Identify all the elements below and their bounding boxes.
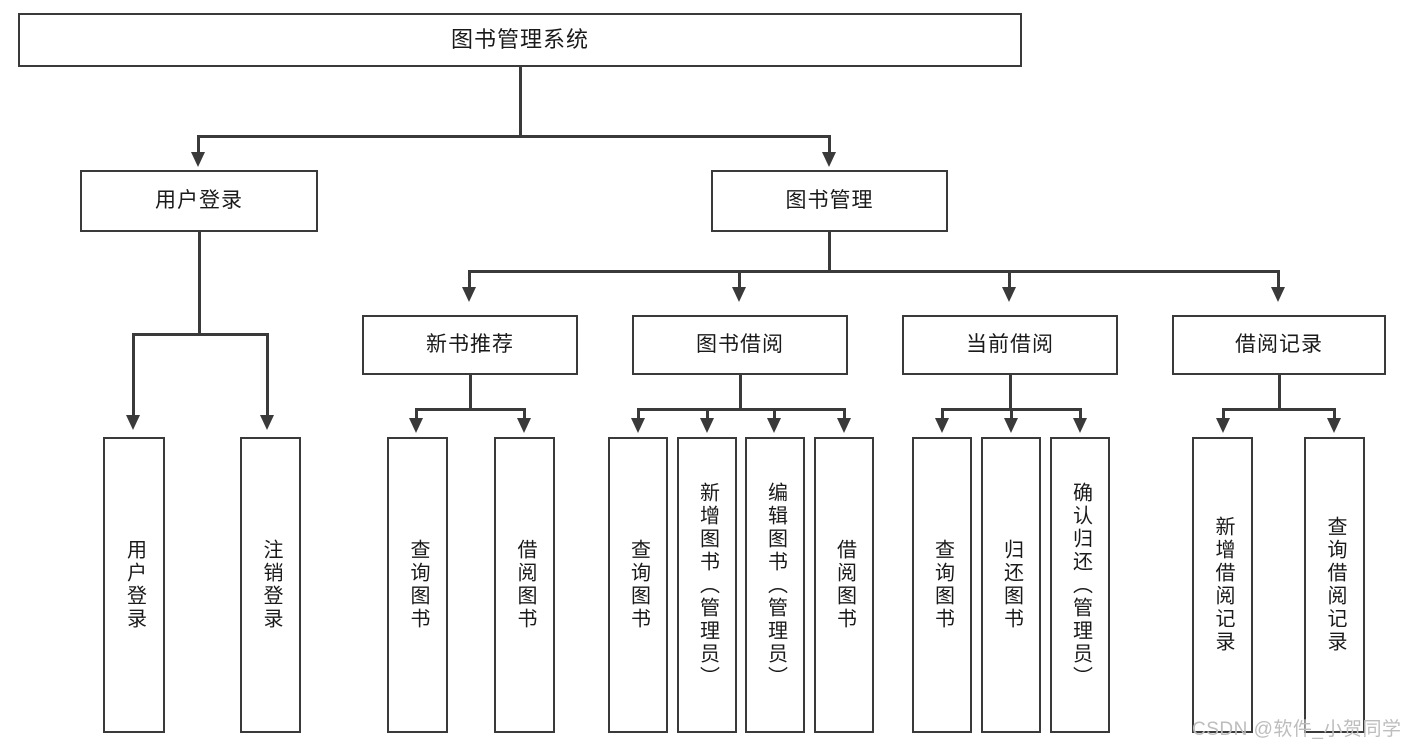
connector-book-borrow-stem: [739, 375, 742, 410]
connector-to-leaf-edit-book: [773, 408, 776, 420]
leaf-logout[interactable]: 注销登录: [240, 437, 301, 733]
connector-to-leaf-query-record: [1333, 408, 1336, 420]
connector-to-leaf-borrow-book-2: [843, 408, 846, 420]
connector-to-borrow-record: [1277, 270, 1280, 290]
leaf-label: 归还图书: [1000, 539, 1023, 631]
node-book-borrow[interactable]: 图书借阅: [632, 315, 848, 375]
arrowhead-user-login: [191, 152, 205, 167]
connector-to-leaf-confirm-return: [1079, 408, 1082, 420]
arrowhead-leaf-add-book: [700, 418, 714, 433]
connector-to-current-borrow: [1008, 270, 1011, 290]
arrowhead-book-borrow: [732, 287, 746, 302]
leaf-label: 新增图书（管理员）: [696, 481, 719, 689]
connector-user-login-bus: [132, 333, 269, 336]
connector-to-book-borrow: [738, 270, 741, 290]
leaf-label: 查询图书: [627, 539, 650, 631]
connector-to-leaf-logout: [266, 333, 269, 417]
connector-user-login-stem: [198, 232, 201, 335]
leaf-label: 新增借阅记录: [1212, 516, 1234, 654]
leaf-user-login[interactable]: 用户登录: [103, 437, 165, 733]
leaf-edit-book-admin[interactable]: 编辑图书（管理员）: [745, 437, 805, 733]
leaf-label: 查询图书: [931, 539, 954, 631]
arrowhead-leaf-query-record: [1327, 418, 1341, 433]
node-root-system[interactable]: 图书管理系统: [18, 13, 1022, 67]
leaf-label: 确认归还（管理员）: [1069, 481, 1092, 689]
arrowhead-book-manage: [822, 152, 836, 167]
connector-to-leaf-add-book: [706, 408, 709, 420]
connector-to-leaf-query-book-3: [941, 408, 944, 420]
leaf-label: 查询借阅记录: [1324, 516, 1346, 654]
arrowhead-leaf-borrow-book-1: [517, 418, 531, 433]
connector-root-bus: [197, 135, 831, 138]
connector-borrow-record-stem: [1278, 375, 1281, 410]
connector-new-book-stem: [469, 375, 472, 410]
connector-book-manage-bus: [468, 270, 1280, 273]
connector-to-leaf-query-book-2: [637, 408, 640, 420]
arrowhead-leaf-return-book: [1004, 418, 1018, 433]
connector-book-manage-stem: [828, 232, 831, 272]
arrowhead-leaf-user-login: [126, 415, 140, 430]
leaf-query-borrow-record[interactable]: 查询借阅记录: [1304, 437, 1365, 733]
connector-to-leaf-return-book: [1010, 408, 1013, 420]
node-current-borrow[interactable]: 当前借阅: [902, 315, 1118, 375]
leaf-label: 注销登录: [260, 539, 282, 631]
arrowhead-leaf-query-book-2: [631, 418, 645, 433]
node-user-login[interactable]: 用户登录: [80, 170, 318, 232]
arrowhead-leaf-borrow-book-2: [837, 418, 851, 433]
connector-new-book-bus: [415, 408, 526, 411]
leaf-return-book[interactable]: 归还图书: [981, 437, 1041, 733]
connector-root-to-book-manage: [828, 135, 831, 155]
leaf-borrow-book-borrow[interactable]: 借阅图书: [814, 437, 874, 733]
node-new-book-recommend[interactable]: 新书推荐: [362, 315, 578, 375]
connector-current-borrow-stem: [1009, 375, 1012, 410]
connector-to-leaf-query-book-1: [415, 408, 418, 420]
connector-book-borrow-bus: [637, 408, 846, 411]
arrowhead-leaf-query-book-3: [935, 418, 949, 433]
leaf-query-book-new[interactable]: 查询图书: [387, 437, 448, 733]
leaf-borrow-book-new[interactable]: 借阅图书: [494, 437, 555, 733]
node-book-manage[interactable]: 图书管理: [711, 170, 948, 232]
arrowhead-borrow-record: [1271, 287, 1285, 302]
leaf-query-book-borrow[interactable]: 查询图书: [608, 437, 668, 733]
arrowhead-leaf-logout: [260, 415, 274, 430]
arrowhead-leaf-add-record: [1216, 418, 1230, 433]
leaf-add-borrow-record[interactable]: 新增借阅记录: [1192, 437, 1253, 733]
leaf-label: 用户登录: [123, 539, 146, 631]
node-borrow-record[interactable]: 借阅记录: [1172, 315, 1386, 375]
arrowhead-leaf-confirm-return: [1073, 418, 1087, 433]
arrowhead-leaf-query-book-1: [409, 418, 423, 433]
leaf-add-book-admin[interactable]: 新增图书（管理员）: [677, 437, 737, 733]
connector-to-leaf-borrow-book-1: [523, 408, 526, 420]
leaf-label: 借阅图书: [833, 539, 856, 631]
connector-root-stem: [519, 67, 522, 137]
connector-root-to-user-login: [197, 135, 200, 155]
arrowhead-current-borrow: [1002, 287, 1016, 302]
connector-to-new-book: [468, 270, 471, 290]
leaf-confirm-return-admin[interactable]: 确认归还（管理员）: [1050, 437, 1110, 733]
leaf-query-book-current[interactable]: 查询图书: [912, 437, 972, 733]
leaf-label: 编辑图书（管理员）: [764, 481, 787, 689]
connector-to-leaf-user-login: [132, 333, 135, 417]
leaf-label: 查询图书: [407, 539, 429, 631]
csdn-watermark: CSDN @软件_小贺同学: [1192, 719, 1402, 740]
leaf-label: 借阅图书: [514, 539, 536, 631]
arrowhead-leaf-edit-book: [767, 418, 781, 433]
connector-to-leaf-add-record: [1222, 408, 1225, 420]
arrowhead-new-book: [462, 287, 476, 302]
connector-borrow-record-bus: [1222, 408, 1336, 411]
